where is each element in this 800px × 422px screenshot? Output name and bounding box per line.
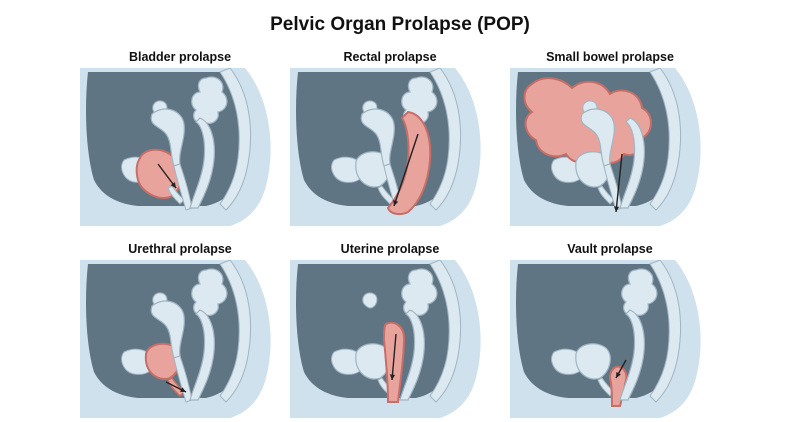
prolapsed-rectum xyxy=(386,110,432,216)
rectum xyxy=(189,117,215,209)
urethra xyxy=(597,377,615,397)
rectal-prolapse-illustration xyxy=(290,68,481,226)
direction-arrow-head xyxy=(389,374,396,380)
diagram-title: Pelvic Organ Prolapse (POP) xyxy=(270,14,530,35)
small-bowel-prolapse-illustration xyxy=(510,68,701,226)
ovary xyxy=(362,292,378,309)
vagina xyxy=(173,163,193,211)
panel-label: Small bowel prolapse xyxy=(546,50,674,64)
urethral-prolapse-illustration xyxy=(80,260,271,418)
sacrum-spine xyxy=(429,68,462,211)
direction-arrow-shaft xyxy=(393,133,419,207)
direction-arrow-shaft xyxy=(615,153,623,213)
panel-label: Uterine prolapse xyxy=(340,242,440,256)
sacrum-spine xyxy=(649,260,682,403)
panel-label: Vault prolapse xyxy=(567,242,653,256)
panel-label: Rectal prolapse xyxy=(343,50,437,64)
urethra xyxy=(597,185,615,205)
direction-arrow-head xyxy=(616,372,621,378)
rectum xyxy=(399,309,425,401)
sacrum-spine xyxy=(429,260,462,403)
direction-arrow-head xyxy=(393,200,399,206)
uterine-prolapse-illustration xyxy=(290,260,481,418)
panel-label: Bladder prolapse xyxy=(128,50,232,64)
rectum xyxy=(619,309,645,401)
panel-vault-prolapse: Vault prolapse xyxy=(510,242,710,420)
sacrum-spine xyxy=(219,260,252,403)
panel-urethral-prolapse: Urethral prolapse xyxy=(80,242,280,420)
direction-arrow-head xyxy=(180,387,186,392)
vagina xyxy=(173,355,193,403)
rectum xyxy=(619,117,645,209)
panel-bladder-prolapse: Bladder prolapse xyxy=(80,50,280,228)
panel-small-bowel-prolapse: Small bowel prolapse xyxy=(510,50,710,228)
direction-arrow-head xyxy=(170,182,176,188)
panel-uterine-prolapse: Uterine prolapse xyxy=(290,242,490,420)
panel-rectal-prolapse: Rectal prolapse xyxy=(290,50,490,228)
direction-arrow-shaft xyxy=(391,333,397,381)
vault-prolapse-illustration xyxy=(510,260,701,418)
bladder xyxy=(575,343,611,380)
urethra xyxy=(167,185,185,205)
bladder-prolapse-illustration xyxy=(80,68,271,226)
direction-arrow-head xyxy=(613,206,620,212)
sacrum-spine xyxy=(219,68,252,211)
rectum xyxy=(189,309,215,401)
panel-label: Urethral prolapse xyxy=(128,242,232,256)
prolapsed-bladder xyxy=(135,148,183,199)
sacrum-spine xyxy=(649,68,682,211)
